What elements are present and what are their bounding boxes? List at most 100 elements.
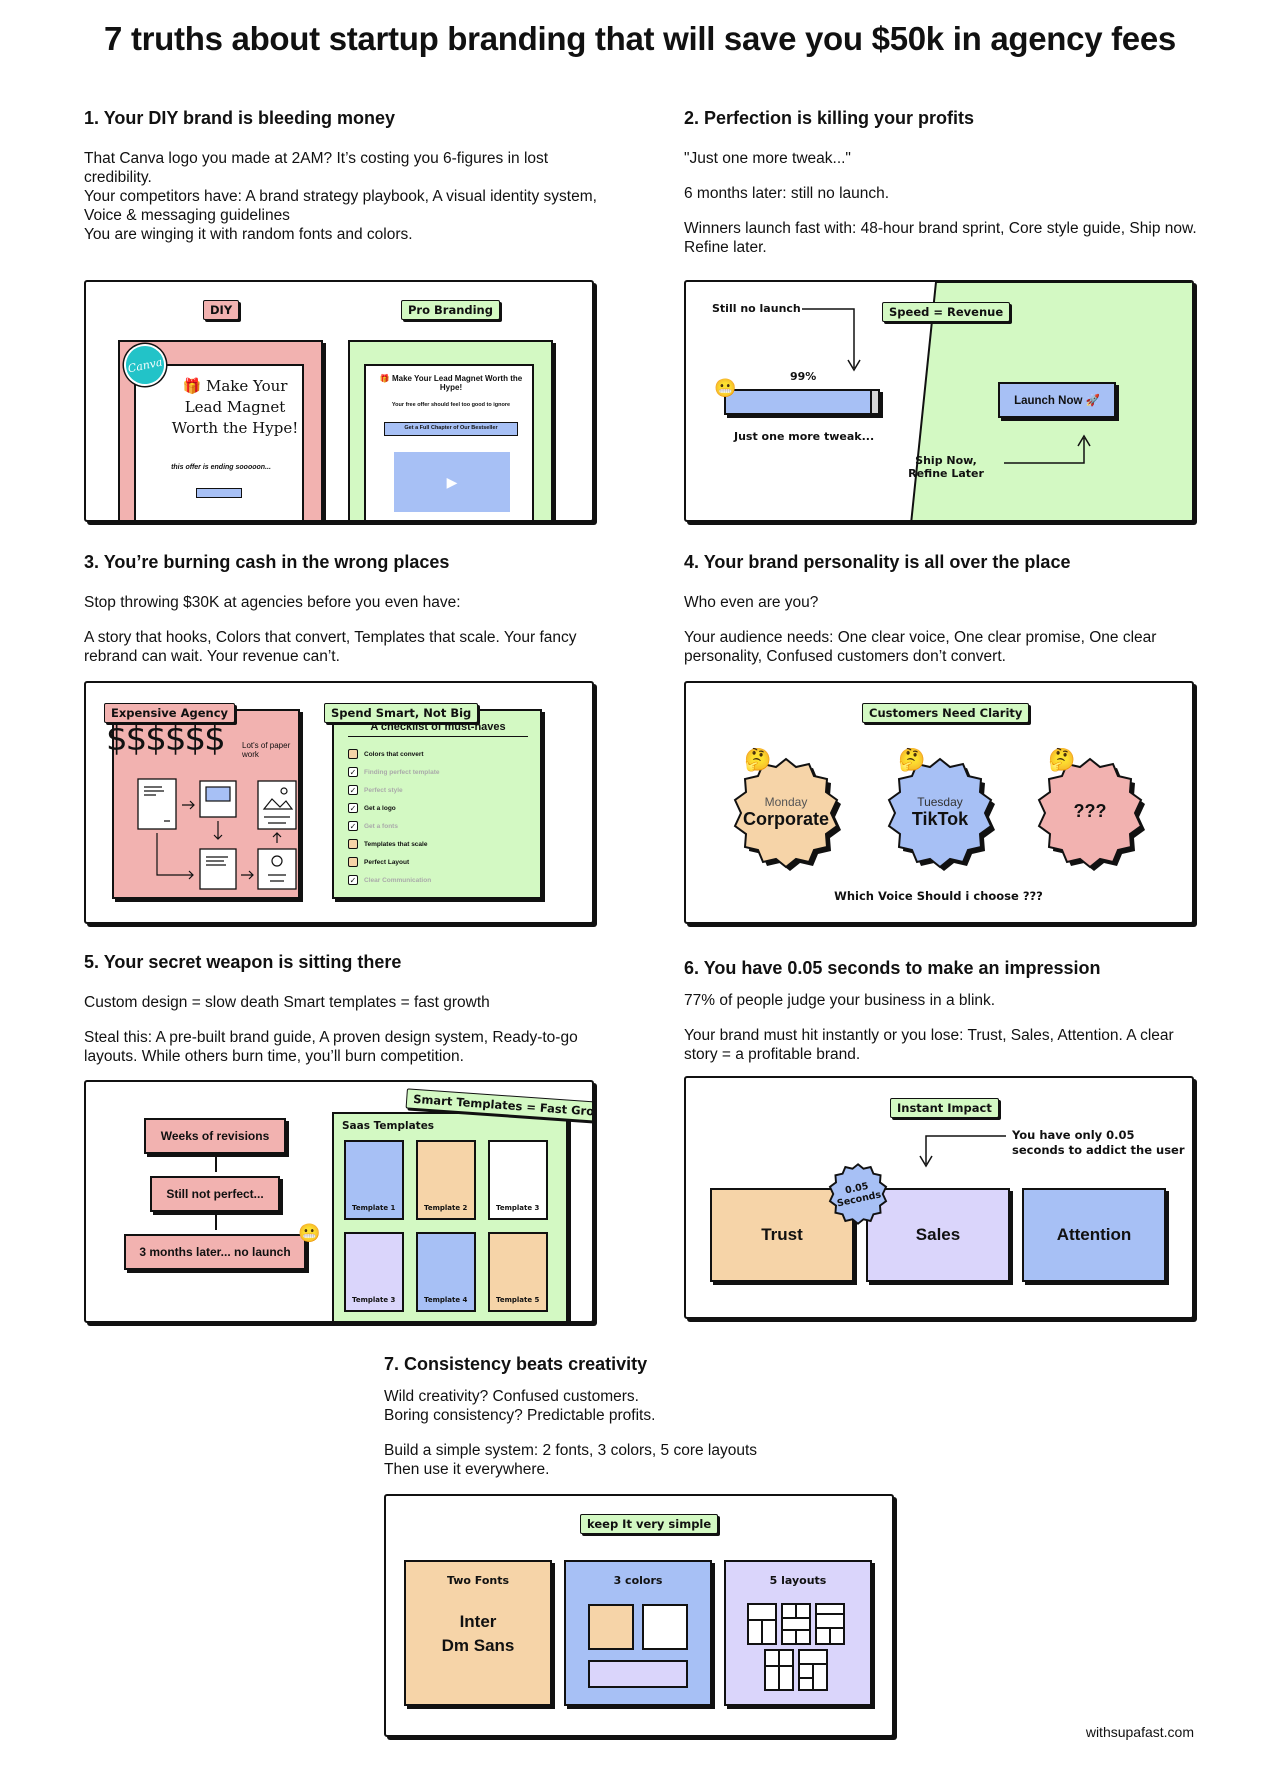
footer-link[interactable]: withsupafast.com	[1085, 1724, 1194, 1740]
checklist-item: Templates that scale	[348, 835, 528, 853]
pro-card: 🎁 Make Your Lead Magnet Worth the Hype! …	[348, 340, 553, 520]
colors-card: 3 colors	[564, 1560, 712, 1706]
unchecked-box-icon[interactable]	[348, 839, 358, 849]
tag-expensive-agency: Expensive Agency	[104, 703, 236, 723]
tag-customers-need-clarity: Customers Need Clarity	[862, 703, 1030, 723]
agency-card: $$$$$$ Lot's of paper work	[106, 709, 300, 899]
colors-title: 3 colors	[613, 1574, 663, 1587]
section-4-para-1: Who even are you?	[684, 594, 819, 611]
seconds-badge-label: 0.05 Seconds	[836, 1180, 883, 1210]
checklist-item-label: Finding perfect template	[364, 768, 440, 776]
color-swatch	[642, 1604, 688, 1650]
section-5-para-1: Custom design = slow death Smart templat…	[84, 994, 490, 1011]
tweak-label: Just one more tweak...	[734, 430, 875, 443]
section-2: 2. Perfection is killing your profits "J…	[684, 108, 1199, 257]
diy-footnote: this offer is ending sooooon...	[171, 464, 271, 471]
unchecked-box-icon[interactable]	[348, 857, 358, 867]
section-2-para-2: 6 months later: still no launch.	[684, 185, 890, 202]
layouts-card: 5 layouts	[724, 1560, 872, 1706]
video-play-icon: ▶	[394, 452, 510, 512]
badge-day: Monday	[764, 795, 808, 809]
badge-corporate: Monday Corporate	[736, 795, 836, 830]
checklist-item-label: Get a logo	[364, 804, 396, 812]
badge-tiktok: Tuesday TikTok	[890, 795, 990, 830]
checklist-item: Perfect Layout	[348, 853, 528, 871]
checked-box-icon[interactable]: ✓	[348, 803, 358, 813]
badge-day: Tuesday	[917, 795, 963, 809]
unchecked-box-icon[interactable]	[348, 749, 358, 759]
grimace-emoji-icon: 😬	[714, 378, 737, 398]
diy-button	[196, 488, 242, 498]
section-1-illustration: DIY Pro Branding 🎁 Make Your Lead Magnet…	[84, 280, 594, 522]
checklist-item: Colors that convert	[348, 745, 528, 763]
launch-now-button[interactable]: Launch Now 🚀	[998, 382, 1116, 418]
checklist-item-label: Perfect Layout	[364, 858, 410, 866]
section-3-heading: 3. You’re burning cash in the wrong plac…	[84, 552, 450, 572]
diy-page: 🎁 Make Your Lead Magnet Worth the Hype! …	[134, 364, 304, 520]
section-2-para-1: "Just one more tweak..."	[684, 150, 851, 167]
font-2: Dm Sans	[441, 1636, 515, 1655]
section-3: 3. You’re burning cash in the wrong plac…	[84, 552, 599, 666]
tag-diy: DIY	[203, 300, 240, 320]
section-1: 1. Your DIY brand is bleeding money That…	[84, 108, 599, 244]
template-card[interactable]: Template 2	[416, 1140, 476, 1220]
diy-headline: 🎁 Make Your Lead Magnet Worth the Hype!	[171, 377, 299, 437]
page-title: 7 truths about startup branding that wil…	[104, 20, 1176, 57]
section-3-para-1: Stop throwing $30K at agencies before yo…	[84, 594, 461, 611]
checklist: Colors that convert ✓ Finding perfect temp…	[348, 745, 528, 889]
impact-graphics	[919, 1135, 1006, 1168]
section-6-heading: 6. You have 0.05 seconds to make an impr…	[684, 958, 1101, 978]
section-6: 6. You have 0.05 seconds to make an impr…	[684, 958, 1199, 1064]
checklist-item: ✓ Finding perfect template	[348, 763, 528, 781]
checked-box-icon[interactable]: ✓	[348, 821, 358, 831]
pro-page: 🎁 Make Your Lead Magnet Worth the Hype! …	[364, 364, 534, 520]
checklist-item: ✓ Clear Communication	[348, 871, 528, 889]
checklist-item: ✓Perfect style	[348, 781, 528, 799]
checklist-item-label: Clear Communication	[364, 876, 432, 884]
checklist-item-label: Colors that convert	[364, 750, 424, 758]
section-5-para-2: Steal this: A pre-built brand guide, A p…	[84, 1029, 578, 1065]
progress-bar	[724, 389, 880, 415]
section-5-illustration: Weeks of revisions Still not perfect... …	[84, 1080, 594, 1323]
section-1-para-3: You are winging it with random fonts and…	[84, 226, 413, 243]
section-6-para-1: 77% of people judge your business in a b…	[684, 992, 996, 1009]
layouts-title: 5 layouts	[769, 1574, 827, 1587]
badge-unknown: ???	[1073, 801, 1107, 821]
template-card[interactable]: Template 1	[344, 1140, 404, 1220]
section-6-para-2: Your brand must hit instantly or you los…	[684, 1027, 1174, 1063]
font-1: Inter	[459, 1612, 497, 1631]
pro-cta-button: Get a Full Chapter of Our Bestseller	[384, 422, 518, 436]
template-card[interactable]: Template 3	[344, 1232, 404, 1312]
checked-box-icon[interactable]: ✓	[348, 785, 358, 795]
checklist-item-label: Templates that scale	[364, 840, 428, 848]
section-4: 4. Your brand personality is all over th…	[684, 552, 1199, 666]
step-weeks-of-revisions: Weeks of revisions	[144, 1118, 286, 1154]
checked-box-icon[interactable]: ✓	[348, 767, 358, 777]
dollar-signs: $$$$$$	[106, 719, 226, 759]
section-7-para-1: Wild creativity? Confused customers. Bor…	[384, 1388, 656, 1424]
checklist-title: A checklist of must-haves	[348, 721, 528, 737]
progress-percent: 99%	[790, 370, 817, 383]
section-4-para-2: Your audience needs: One clear voice, On…	[684, 629, 1157, 665]
fonts-title: Two Fonts	[446, 1574, 510, 1587]
still-no-launch-label: Still no launch	[712, 302, 801, 315]
diy-card: 🎁 Make Your Lead Magnet Worth the Hype! …	[118, 340, 323, 520]
section-2-para-3: Winners launch fast with: 48-hour brand …	[684, 220, 1197, 256]
checked-box-icon[interactable]: ✓	[348, 875, 358, 885]
section-5: 5. Your secret weapon is sitting there C…	[84, 952, 599, 1066]
section-1-para-1: That Canva logo you made at 2AM? It’s co…	[84, 150, 549, 186]
fonts-card: Two Fonts Inter Dm Sans	[404, 1560, 552, 1706]
template-card[interactable]: Template 3	[488, 1140, 548, 1220]
box-attention: Attention	[1022, 1188, 1166, 1282]
grimace-emoji-icon: 😬	[298, 1223, 321, 1243]
template-card[interactable]: Template 5	[488, 1232, 548, 1312]
thinking-emoji-icon: 🤔	[1048, 747, 1076, 772]
tag-instant-impact: Instant Impact	[890, 1098, 999, 1118]
section-3-illustration: $$$$$$ Lot's of paper work	[84, 681, 594, 924]
pro-headline: 🎁 Make Your Lead Magnet Worth the Hype!	[379, 374, 523, 392]
section-4-heading: 4. Your brand personality is all over th…	[684, 552, 1071, 572]
pro-sub: Your free offer should feel too good to …	[391, 402, 511, 408]
tag-keep-it-simple: keep It very simple	[580, 1514, 719, 1534]
template-card[interactable]: Template 4	[416, 1232, 476, 1312]
thinking-emoji-icon: 🤔	[744, 747, 772, 772]
